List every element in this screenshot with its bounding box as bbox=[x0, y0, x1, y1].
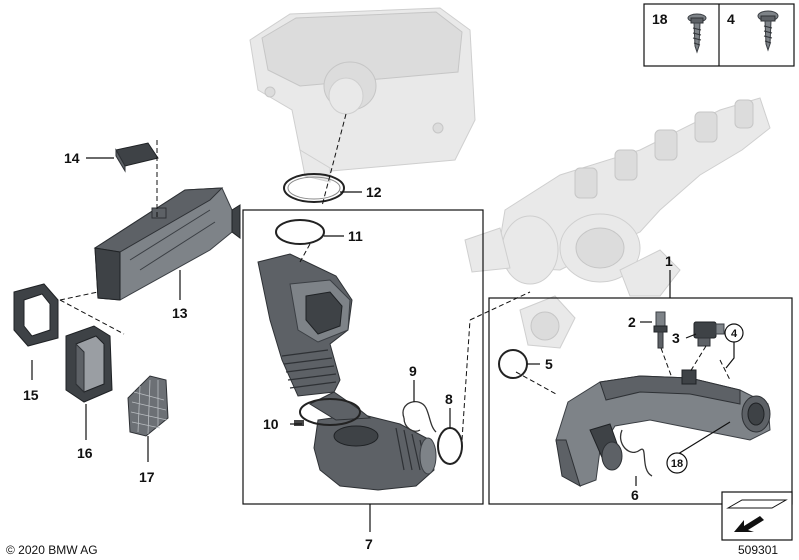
part-15-seal-frame bbox=[13, 283, 59, 347]
circled-label-18: 18 bbox=[671, 458, 683, 470]
label-9: 9 bbox=[409, 363, 417, 379]
part-16-duct-frame bbox=[65, 325, 113, 403]
part-17-mesh-screen bbox=[127, 375, 169, 437]
part-7-intake-hose bbox=[257, 253, 437, 491]
screw-18-icon bbox=[687, 13, 707, 54]
part-1-charge-pipe bbox=[555, 369, 771, 488]
label-2: 2 bbox=[628, 314, 636, 330]
label-15: 15 bbox=[23, 387, 39, 403]
circled-ref-4: 4 bbox=[724, 323, 744, 343]
label-1: 1 bbox=[665, 253, 673, 269]
part-8-seal-ring bbox=[437, 427, 463, 465]
assembly-dashed-lines bbox=[59, 113, 731, 441]
part-11-seal-ring bbox=[275, 219, 325, 245]
view-orientation-icon bbox=[721, 491, 793, 541]
part-6-spring-clip bbox=[619, 429, 653, 477]
label-3: 3 bbox=[672, 330, 680, 346]
part-2-sensor bbox=[653, 311, 668, 349]
air-filter-housing-illustration bbox=[249, 7, 476, 183]
label-17: 17 bbox=[139, 469, 155, 485]
label-13: 13 bbox=[172, 305, 188, 321]
label-14: 14 bbox=[64, 150, 80, 166]
part-12-hose-clamp bbox=[283, 173, 345, 203]
label-16: 16 bbox=[77, 445, 93, 461]
part-5-seal-ring bbox=[498, 349, 528, 379]
part-13-intake-duct bbox=[93, 187, 241, 301]
circled-label-4: 4 bbox=[731, 328, 738, 340]
copyright-text: © 2020 BMW AG bbox=[6, 543, 98, 557]
label-11: 11 bbox=[348, 228, 363, 244]
assembly-box-1 bbox=[488, 297, 793, 505]
diagram-id: 509301 bbox=[738, 543, 778, 557]
label-12: 12 bbox=[366, 184, 382, 200]
legend-label-4: 4 bbox=[727, 11, 735, 27]
label-7: 7 bbox=[365, 536, 373, 552]
leader-lines bbox=[31, 157, 735, 532]
legend-label-18: 18 bbox=[652, 11, 668, 27]
label-5: 5 bbox=[545, 356, 553, 372]
circled-ref-18: 18 bbox=[666, 452, 688, 474]
part-10-hose-clamp bbox=[294, 398, 361, 426]
screw-4-icon bbox=[757, 10, 779, 52]
label-6: 6 bbox=[631, 487, 639, 503]
part-9-spring-clip bbox=[402, 401, 437, 433]
fastener-legend: 18 4 bbox=[643, 3, 795, 67]
part-3-pressure-sensor bbox=[693, 321, 725, 347]
part-labels: 14 13 15 16 17 12 11 10 9 8 5 7 1 2 3 6 bbox=[23, 150, 680, 552]
turbocharger-manifold-illustration bbox=[464, 97, 771, 349]
label-10: 10 bbox=[263, 416, 279, 432]
label-8: 8 bbox=[445, 391, 453, 407]
part-14-filter-pad bbox=[115, 142, 159, 173]
assembly-box-7 bbox=[242, 209, 484, 505]
